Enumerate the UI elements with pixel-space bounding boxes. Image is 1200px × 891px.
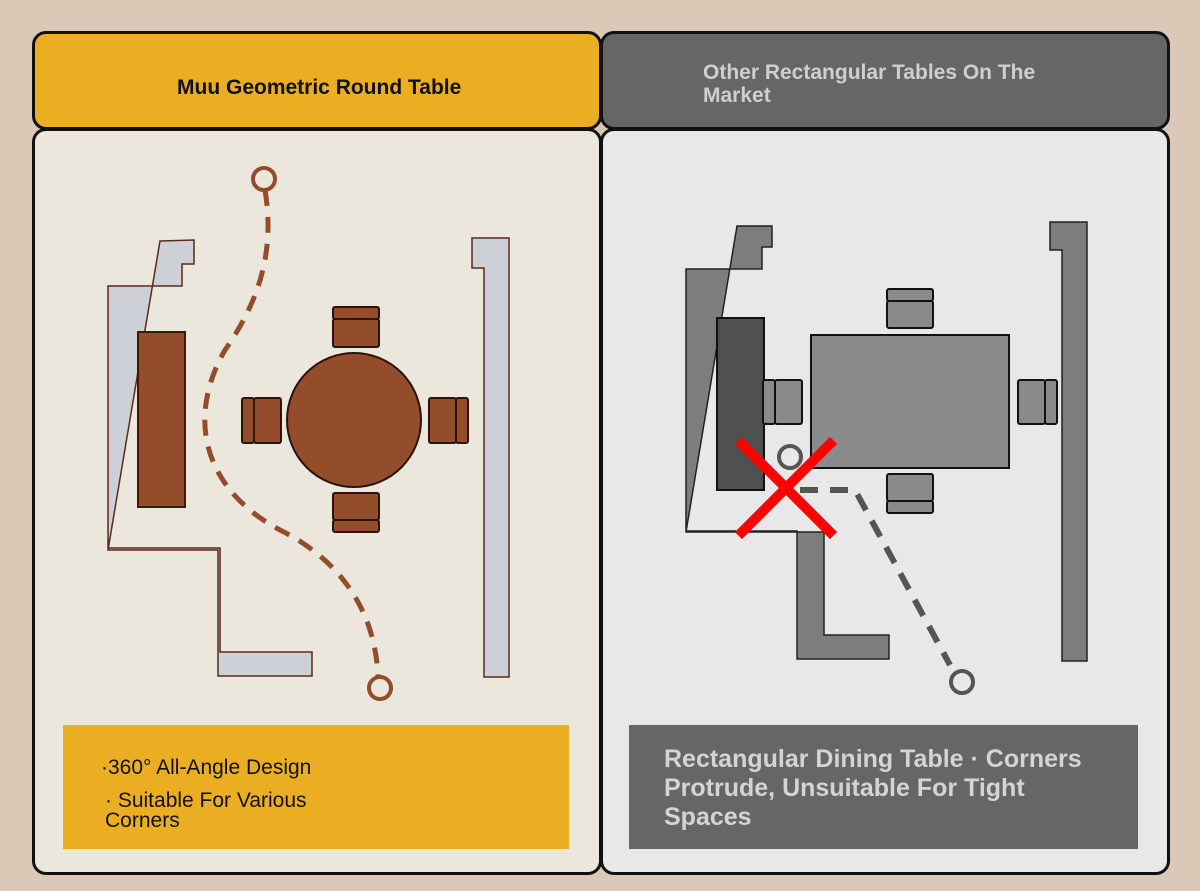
right-wall [471, 237, 510, 678]
chair-top [332, 306, 380, 348]
caption-text: Rectangular Dining Table · Corners Protr… [664, 745, 1082, 831]
chair-right-gray [1017, 379, 1058, 425]
round-table-title: Muu Geometric Round Table [177, 76, 462, 99]
blocked-path-start-marker [777, 444, 803, 470]
blocked-path-end-marker [949, 669, 975, 695]
left-wall [107, 239, 313, 677]
caption-line-1: ·360° All-Angle Design [101, 756, 312, 779]
chair-bottom [332, 492, 380, 533]
sideboard [137, 331, 186, 508]
rectangular-table-floor-plan [685, 221, 1088, 695]
round-table [286, 352, 422, 488]
rectangular-table-caption: Rectangular Dining Table · Corners Protr… [629, 725, 1138, 849]
round-table-caption: ·360° All-Angle Design · Suitable For Va… [63, 725, 569, 849]
cross-icon [734, 436, 838, 540]
right-wall-gray [1049, 221, 1088, 662]
rectangular-table-title: Other Rectangular Tables On The Market [703, 61, 1036, 107]
path-start-marker [251, 166, 277, 192]
rectangular-table [810, 334, 1010, 469]
chair-left [241, 397, 282, 444]
chair-right [428, 397, 469, 444]
left-wall-gray [685, 225, 890, 660]
path-end-marker [367, 675, 393, 701]
walking-path [202, 189, 381, 677]
caption-line-2: · Suitable For Various Corners [105, 789, 307, 832]
round-table-floor-plan [107, 166, 510, 701]
round-table-header: Muu Geometric Round Table [32, 31, 602, 130]
chair-left-gray [762, 379, 803, 425]
chair-bottom-gray [886, 473, 934, 514]
blocked-walking-path [800, 487, 953, 667]
chair-top-gray [886, 288, 934, 329]
